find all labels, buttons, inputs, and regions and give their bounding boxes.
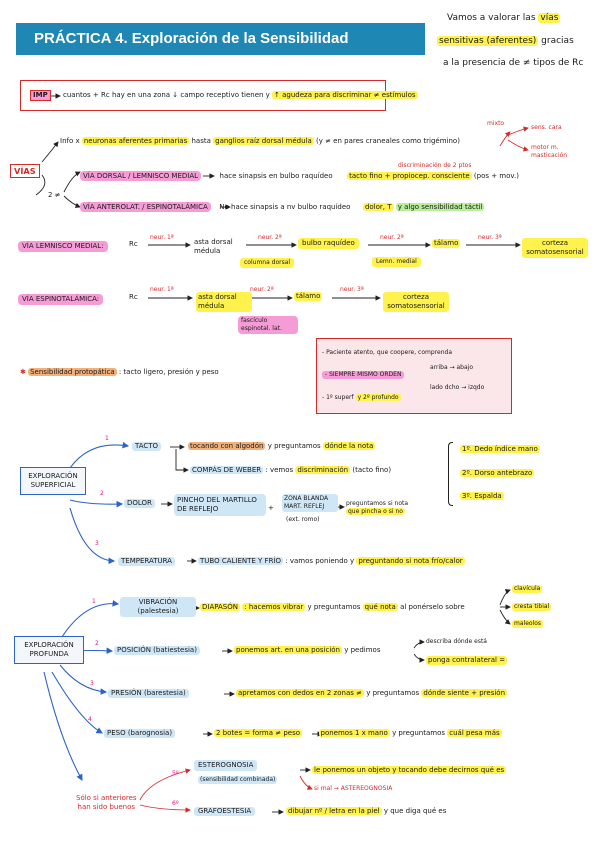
posicion-contralateral: ponga contralateral =: [426, 656, 508, 665]
posicion-label: POSICIÓN (batiestesia): [114, 646, 200, 655]
notes-p3: - 1º superf y 2º profundo: [322, 394, 401, 401]
notes-p1: - Paciente atento, que coopere, comprend…: [322, 349, 452, 356]
sup-n3: 3: [95, 540, 99, 547]
espino-corteza: corteza somatosensorial: [383, 292, 449, 312]
prof-n5: 5º: [172, 770, 179, 777]
lemnisco-corteza: corteza somatosensorial: [522, 238, 588, 258]
esterognosia-row: le ponemos un objeto y tocando debe deci…: [312, 766, 507, 774]
vias-two: 2 ≠: [48, 191, 61, 199]
espino-fasciculo: fascículo espinotal. lat.: [238, 316, 298, 334]
esterognosia-sub: (sensibilidad combinada): [198, 776, 278, 784]
temperatura-label: TEMPERATURA: [118, 557, 175, 566]
tacto-row: tocando con algodón y preguntamos dónde …: [188, 442, 376, 450]
grafoestesia-label: GRAFOESTESIA: [194, 807, 256, 816]
espino-n3: neur. 3ª: [340, 286, 364, 293]
temperatura-row: TUBO CALIENTE Y FRÍO : vamos poniendo y …: [198, 557, 465, 565]
protopatica-note: ✱ Sensibilidad protopática : tacto liger…: [20, 368, 219, 376]
sup-n1: 1: [105, 435, 109, 442]
intro-line-1: Vamos a valorar las vías: [447, 13, 561, 23]
astereognosia-note: si mal → ASTEREOGNOSIA: [314, 785, 393, 792]
presion-row: apretamos con dedos en 2 zonas ≠ y pregu…: [236, 689, 508, 697]
lemnisco-medial: Lemn. medial: [372, 257, 421, 267]
lemnisco-talamo: tálamo: [432, 239, 461, 248]
intro-line-3: a la presencia de ≠ tipos de Rc: [443, 58, 584, 68]
discriminacion-label: discriminación de 2 ptos: [398, 162, 472, 169]
lemnisco-n3: neur. 3ª: [478, 234, 502, 241]
lemnisco-columna: columna dorsal: [240, 258, 295, 268]
tacto-label: TACTO: [132, 442, 162, 451]
imp-label: IMP: [30, 90, 51, 101]
presion-label: PRESIÓN (barestesia): [108, 689, 189, 698]
vias-label: VÍAS: [10, 164, 40, 178]
profunda-box: EXPLORACIÓN PROFUNDA: [14, 636, 84, 664]
sitio-3: 3º. Espalda: [460, 492, 504, 500]
superficial-box: EXPLORACIÓN SUPERFICIAL: [20, 467, 86, 495]
lemnisco-asta: asta dorsal médula: [194, 238, 233, 255]
espino-talamo: tálamo: [294, 292, 323, 301]
peso-label: PESO (barognosia): [104, 729, 176, 738]
prof-n4: 4: [88, 716, 92, 723]
asterisk-icon: ✱: [20, 368, 26, 376]
via-anterolateral-row: VÍA ANTEROLAT. / ESPINOTALÁMICA No hace …: [80, 202, 485, 212]
maleolos: maleolos: [512, 620, 544, 628]
lemnisco-n2b: neur. 2ª: [380, 234, 404, 241]
sitio-1: 1º. Dedo índice mano: [460, 445, 540, 453]
imp-text: cuantos + Rc hay en una zona ↓ campo rec…: [63, 91, 418, 99]
vias-info: Info x neuronas aferentes primarias hast…: [60, 137, 460, 145]
lemnisco-bulbo: bulbo raquídeo: [298, 238, 359, 249]
prof-n1: 1: [92, 598, 96, 605]
pincho-martillo: PINCHO DEL MARTILLO DE REFLEJO: [174, 494, 266, 516]
via-dorsal-row: VÍA DORSAL / LEMNISCO MEDIAL hace sinaps…: [80, 171, 519, 181]
prof-n6: 6º: [172, 800, 179, 807]
notes-p2b: lado dcho → izqdo: [430, 384, 485, 391]
compas-row: COMPÁS DE WEBER : vemos discriminación (…: [190, 466, 392, 474]
title-banner: [16, 23, 425, 55]
sitio-2: 2º. Dorso antebrazo: [460, 469, 535, 477]
clavicula: clavícula: [512, 585, 543, 593]
solo-si-note: Sólo si anteriores han sido buenos: [76, 794, 137, 811]
lemnisco-n2: neur. 2ª: [258, 234, 282, 241]
brace: [448, 442, 453, 506]
peso-row: 2 botes = forma ≠ peso ponemos 1 x mano …: [214, 729, 502, 737]
prof-n3: 3: [90, 680, 94, 687]
sens-cara-label: sens. cara: [531, 124, 562, 131]
grafoestesia-row: dibujar nº / letra en la piel y que diga…: [286, 807, 447, 815]
posicion-describa: describa dónde está: [426, 638, 487, 645]
esterognosia-label: ESTEROGNOSIA: [194, 760, 258, 771]
cresta-tibial: cresta tibial: [512, 603, 552, 611]
page-title: PRÁCTICA 4. Exploración de la Sensibilid…: [34, 30, 349, 47]
espino-rc: Rc: [129, 293, 138, 301]
vibracion-label: VIBRACIÓN (palestesia): [120, 597, 196, 617]
mixto-label: mixto: [487, 120, 505, 127]
lemnisco-label: VÍA LEMNISCO MEDIAL:: [18, 241, 108, 252]
intro-line-2: sensitivas (aferentes) gracias: [437, 36, 574, 46]
espino-label: VÍA ESPINOTALÁMICA:: [18, 294, 104, 305]
prof-n2: 2: [95, 640, 99, 647]
espino-n1: neur. 1ª: [150, 286, 174, 293]
zona-blanda: ZONA BLANDA MART. REFLEJ: [282, 494, 338, 512]
vibracion-row: DIAPASÓN : hacemos vibrar y preguntamos …: [200, 603, 465, 611]
espino-n2: neur. 2ª: [250, 286, 274, 293]
notes-p2: - SIEMPRE MISMO ORDEN: [322, 371, 405, 379]
notes-p2a: arriba → abajo: [430, 364, 473, 371]
dolor-label: DOLOR: [124, 499, 155, 508]
dolor-text: preguntamos si nota que pincha o si no: [346, 500, 409, 515]
lemnisco-n1: neur. 1ª: [150, 234, 174, 241]
zona-romo: (ext. romo): [286, 516, 320, 523]
posicion-row: ponemos art. en una posición y pedimos: [234, 646, 381, 654]
lemnisco-rc: Rc: [129, 240, 138, 248]
motor-label: motor m. masticación: [531, 144, 568, 159]
espino-asta: asta dorsal médula: [196, 292, 252, 312]
dolor-plus: +: [268, 504, 274, 512]
sup-n2: 2: [100, 490, 104, 497]
